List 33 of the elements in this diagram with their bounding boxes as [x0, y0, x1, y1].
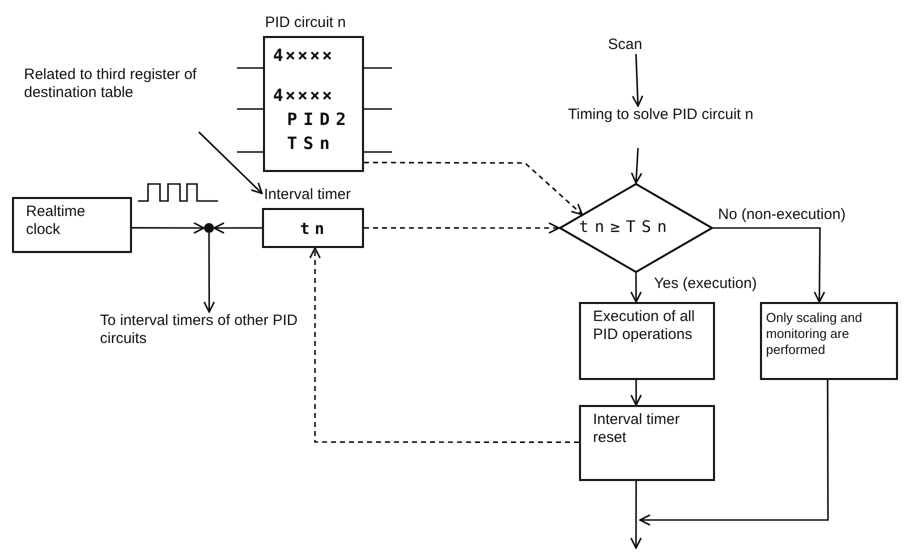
arrow: [630, 148, 642, 184]
block-heading: PID circuit n: [265, 14, 346, 32]
register-text: 4××××: [273, 46, 334, 66]
junction-dot: [204, 223, 214, 233]
arrow: [713, 227, 826, 303]
process-box: Realtime clock: [12, 197, 132, 253]
arrow: [213, 222, 262, 234]
arrow: [639, 380, 829, 526]
note-text: Related to third register of destination table: [24, 66, 198, 102]
flow-text: Timing to solve PID circuit n: [568, 106, 754, 124]
note-text: To interval timers of other PID circuits: [100, 312, 299, 348]
register-text: TSn: [287, 134, 336, 154]
box-heading: Interval timer: [264, 186, 351, 204]
edge-label: No (non-execution): [716, 206, 848, 223]
condition-text: tn≥TSn: [579, 217, 673, 236]
register-text: 4××××: [273, 86, 334, 106]
edge-label: Yes (execution): [652, 275, 759, 292]
arrow: [630, 273, 642, 303]
register-text: PID2: [287, 110, 352, 130]
process-box: Interval timer reset: [579, 405, 715, 481]
arrow: [198, 131, 263, 194]
arrow: [203, 233, 215, 313]
process-box: Only scaling and monitoring are performed: [760, 302, 898, 380]
arrow: [630, 481, 642, 549]
arrow: [309, 247, 579, 444]
arrow: [132, 222, 205, 234]
flow-text: Scan: [608, 36, 642, 54]
process-box: Execution of all PID operations: [579, 302, 715, 380]
arrow: [632, 54, 644, 107]
timer-value: tn: [300, 219, 330, 238]
arrow: [364, 162, 583, 216]
arrow: [630, 380, 642, 406]
arrow: [364, 222, 560, 234]
